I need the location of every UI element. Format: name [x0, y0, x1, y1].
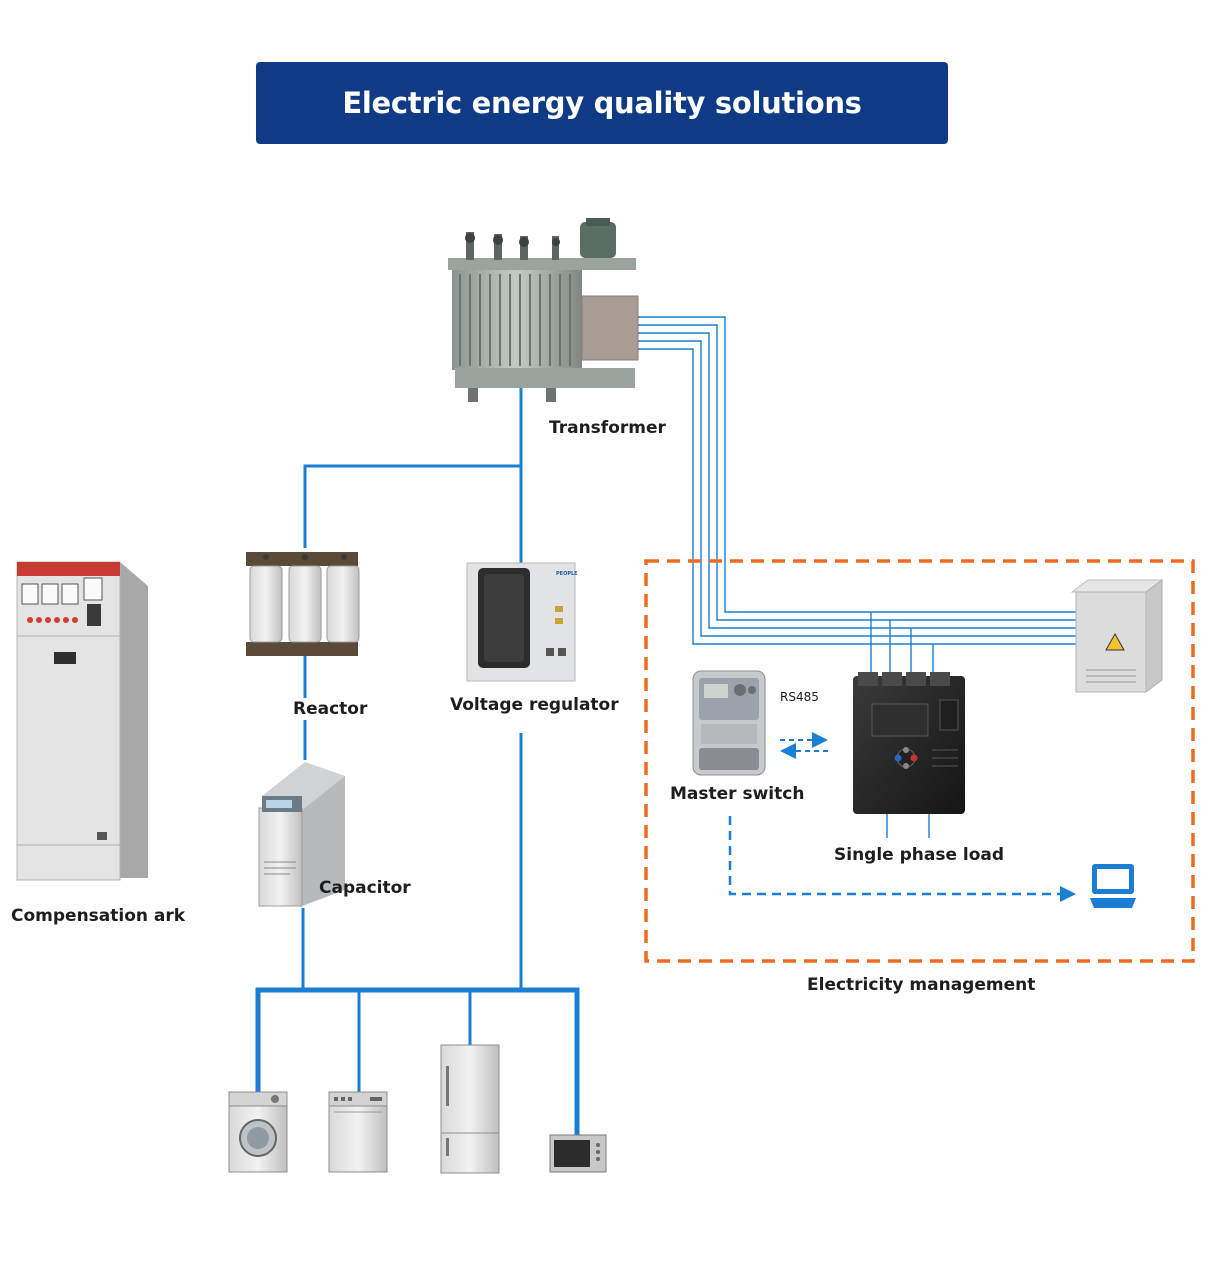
voltage-regulator-label: Voltage regulator	[450, 695, 619, 715]
compensation-cabinet-icon	[16, 561, 148, 881]
dishwasher-icon	[328, 1091, 388, 1173]
rs485-label: RS485	[780, 690, 819, 704]
reactor-icon	[246, 552, 360, 656]
compensation-ark-label: Compensation ark	[11, 906, 186, 926]
reactor-label: Reactor	[293, 699, 368, 719]
transformer-label: Transformer	[549, 418, 666, 438]
data-link-arrowhead	[1060, 886, 1076, 902]
bus-lines	[637, 316, 1078, 838]
single-phase-load-label: Single phase load	[834, 845, 1005, 865]
data-link-arrow	[728, 816, 1070, 896]
title-banner: Electric energy quality solutions	[256, 62, 948, 144]
electric-meter-icon	[692, 670, 766, 776]
capacitor-icon	[258, 762, 345, 907]
voltage-regulator-icon: PEOPLE	[466, 562, 578, 682]
transformer-icon	[448, 218, 639, 402]
electricity-management-frame	[644, 559, 1195, 963]
washing-machine-icon	[228, 1091, 288, 1173]
circuit-breaker-icon	[853, 672, 965, 814]
refrigerator-icon	[440, 1044, 500, 1174]
regulator-brand: PEOPLE	[556, 571, 578, 577]
page-title: Electric energy quality solutions	[342, 86, 862, 120]
rs485-link	[780, 732, 828, 759]
master-switch-label: Master switch	[670, 784, 805, 804]
power-wiring	[255, 380, 580, 1138]
electricity-management-label: Electricity management	[807, 975, 1036, 995]
computer-icon	[1090, 864, 1136, 908]
capacitor-label: Capacitor	[319, 878, 411, 898]
microwave-icon	[549, 1134, 607, 1173]
outdoor-distribution-box-icon	[1070, 579, 1164, 693]
